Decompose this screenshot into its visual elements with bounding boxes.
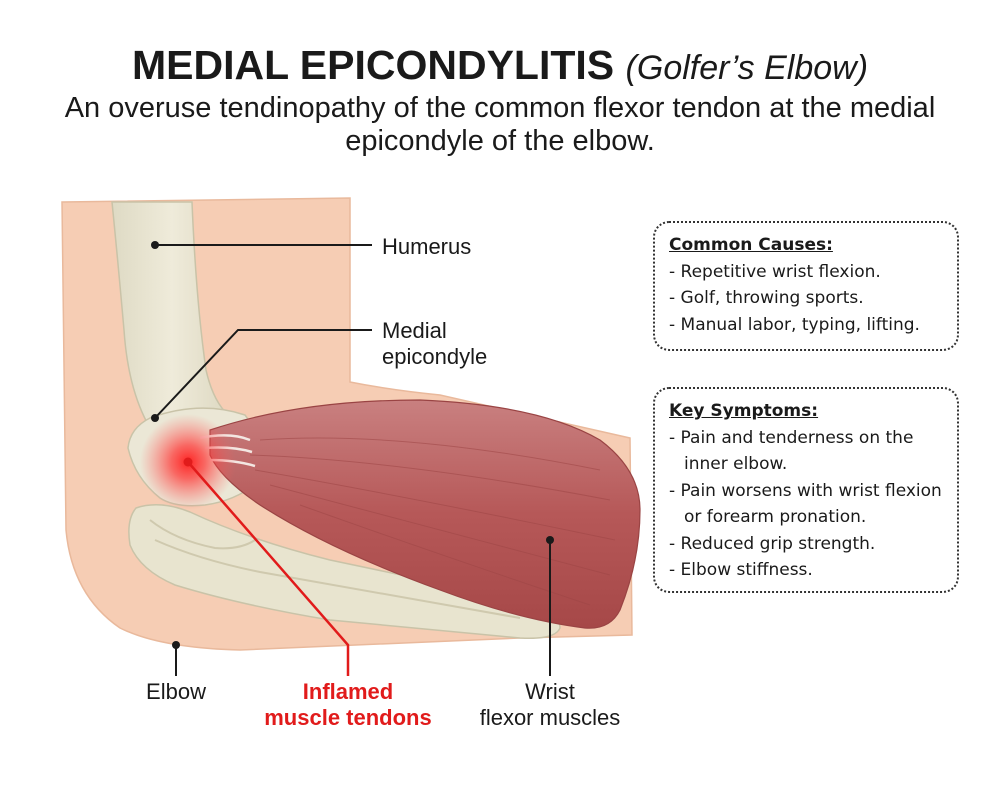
symptoms-item: - Reduced grip strength. — [669, 533, 876, 554]
causes-item: - Golf, throwing sports. — [669, 288, 864, 308]
label-humerus: Humerus — [382, 234, 472, 259]
label-medial-epicondyle-line1: Medial — [382, 318, 447, 343]
leader-lines — [154, 244, 551, 676]
label-medial-epicondyle: Medial epicondyle — [382, 318, 487, 370]
symptoms-heading: Key Symptoms: — [669, 401, 819, 421]
label-inflamed-tendons: Inflamed muscle tendons — [248, 679, 448, 731]
symptoms-item: - Pain and tenderness on the inner elbow… — [669, 427, 919, 475]
causes-heading: Common Causes: — [669, 235, 833, 255]
label-inflamed-line1: Inflamed — [302, 679, 394, 704]
label-wrist-line2: flexor muscles — [479, 705, 621, 730]
label-medial-epicondyle-line2: epicondyle — [382, 344, 488, 369]
page-title: MEDIAL EPICONDYLITIS (Golfer’s Elbow) — [0, 42, 1000, 91]
symptoms-box: Key Symptoms: - Pain and tenderness on t… — [653, 387, 959, 593]
radius-bone — [154, 539, 521, 619]
symptoms-item: - Pain worsens with wrist flexion or for… — [669, 480, 948, 528]
flexor-muscle — [209, 399, 641, 629]
inflamed-dot — [183, 457, 193, 467]
page-subtitle: An overuse tendinopathy of the common fl… — [64, 92, 936, 157]
causes-item: - Repetitive wrist flexion. — [669, 261, 881, 282]
inflamed-leader-line — [187, 461, 350, 676]
causes-box: Common Causes: - Repetitive wrist flexio… — [653, 221, 959, 351]
title-sub: (Golfer’s Elbow) — [625, 49, 869, 87]
label-wrist-line1: Wrist — [525, 679, 575, 704]
label-elbow: Elbow — [146, 679, 206, 704]
symptoms-item: - Elbow stiffness. — [669, 560, 813, 580]
label-inflamed-line2: muscle tendons — [264, 705, 432, 730]
muscle-fibers — [249, 437, 616, 606]
ulna-bone — [128, 504, 561, 640]
leader-dots — [151, 241, 554, 649]
title-main: MEDIAL EPICONDYLITIS — [131, 42, 615, 88]
causes-item: - Manual labor, typing, lifting. — [669, 314, 920, 335]
label-wrist-flexor: Wrist flexor muscles — [460, 679, 640, 731]
